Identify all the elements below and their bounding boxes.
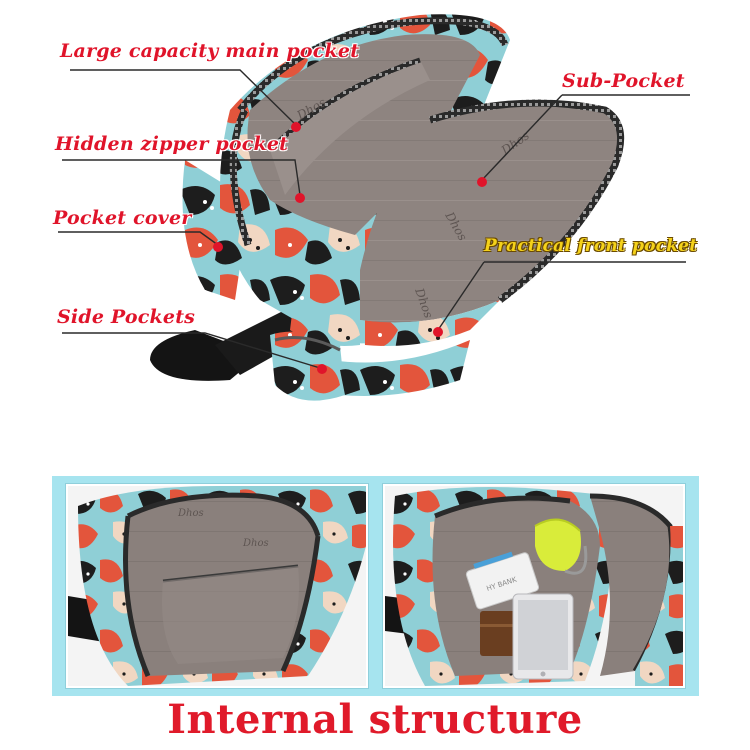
- caption-internal-structure: Internal structure: [167, 696, 583, 743]
- hidden-zipper-divider: [270, 60, 430, 195]
- front-pocket-lining: [360, 104, 623, 323]
- front-pocket-zipper: [428, 99, 625, 303]
- inner-view-empty: Dhos Dhos: [66, 484, 368, 688]
- callout-front-pocket: Practical front pocket: [484, 236, 698, 256]
- callout-pocket-cover: Pocket cover: [53, 207, 192, 229]
- bag-open-view: Dhos Dhos Dhos Dhos: [53, 14, 698, 401]
- tablet: [512, 593, 574, 680]
- side-pocket: [270, 331, 345, 401]
- callout-side-pockets: Side Pockets: [57, 306, 196, 328]
- callout-leaders: [58, 69, 690, 369]
- callout-hidden-zipper: Hidden zipper pocket: [55, 133, 289, 155]
- inner-view-empty-illustration: Dhos Dhos: [68, 486, 366, 686]
- front-body: [290, 243, 360, 346]
- bag-illustration: Dhos Dhos Dhos Dhos: [58, 14, 690, 401]
- main-zipper: [237, 17, 509, 113]
- callout-sub-pocket: Sub-Pocket: [562, 70, 685, 92]
- callout-main-pocket: Large capacity main pocket: [60, 40, 360, 62]
- lining-print-text: Dhos: [177, 508, 204, 519]
- lining-print-text: Dhos: [242, 538, 269, 549]
- umbrella: [534, 518, 588, 575]
- callout-dots: [213, 122, 487, 374]
- inner-view-filled: HY BANK: [383, 484, 685, 688]
- strap: [150, 330, 260, 381]
- main-pocket-lining: [247, 34, 480, 235]
- inner-view-filled-illustration: HY BANK: [385, 486, 683, 686]
- internal-structure-panel: Dhos Dhos HY BANK: [52, 476, 699, 696]
